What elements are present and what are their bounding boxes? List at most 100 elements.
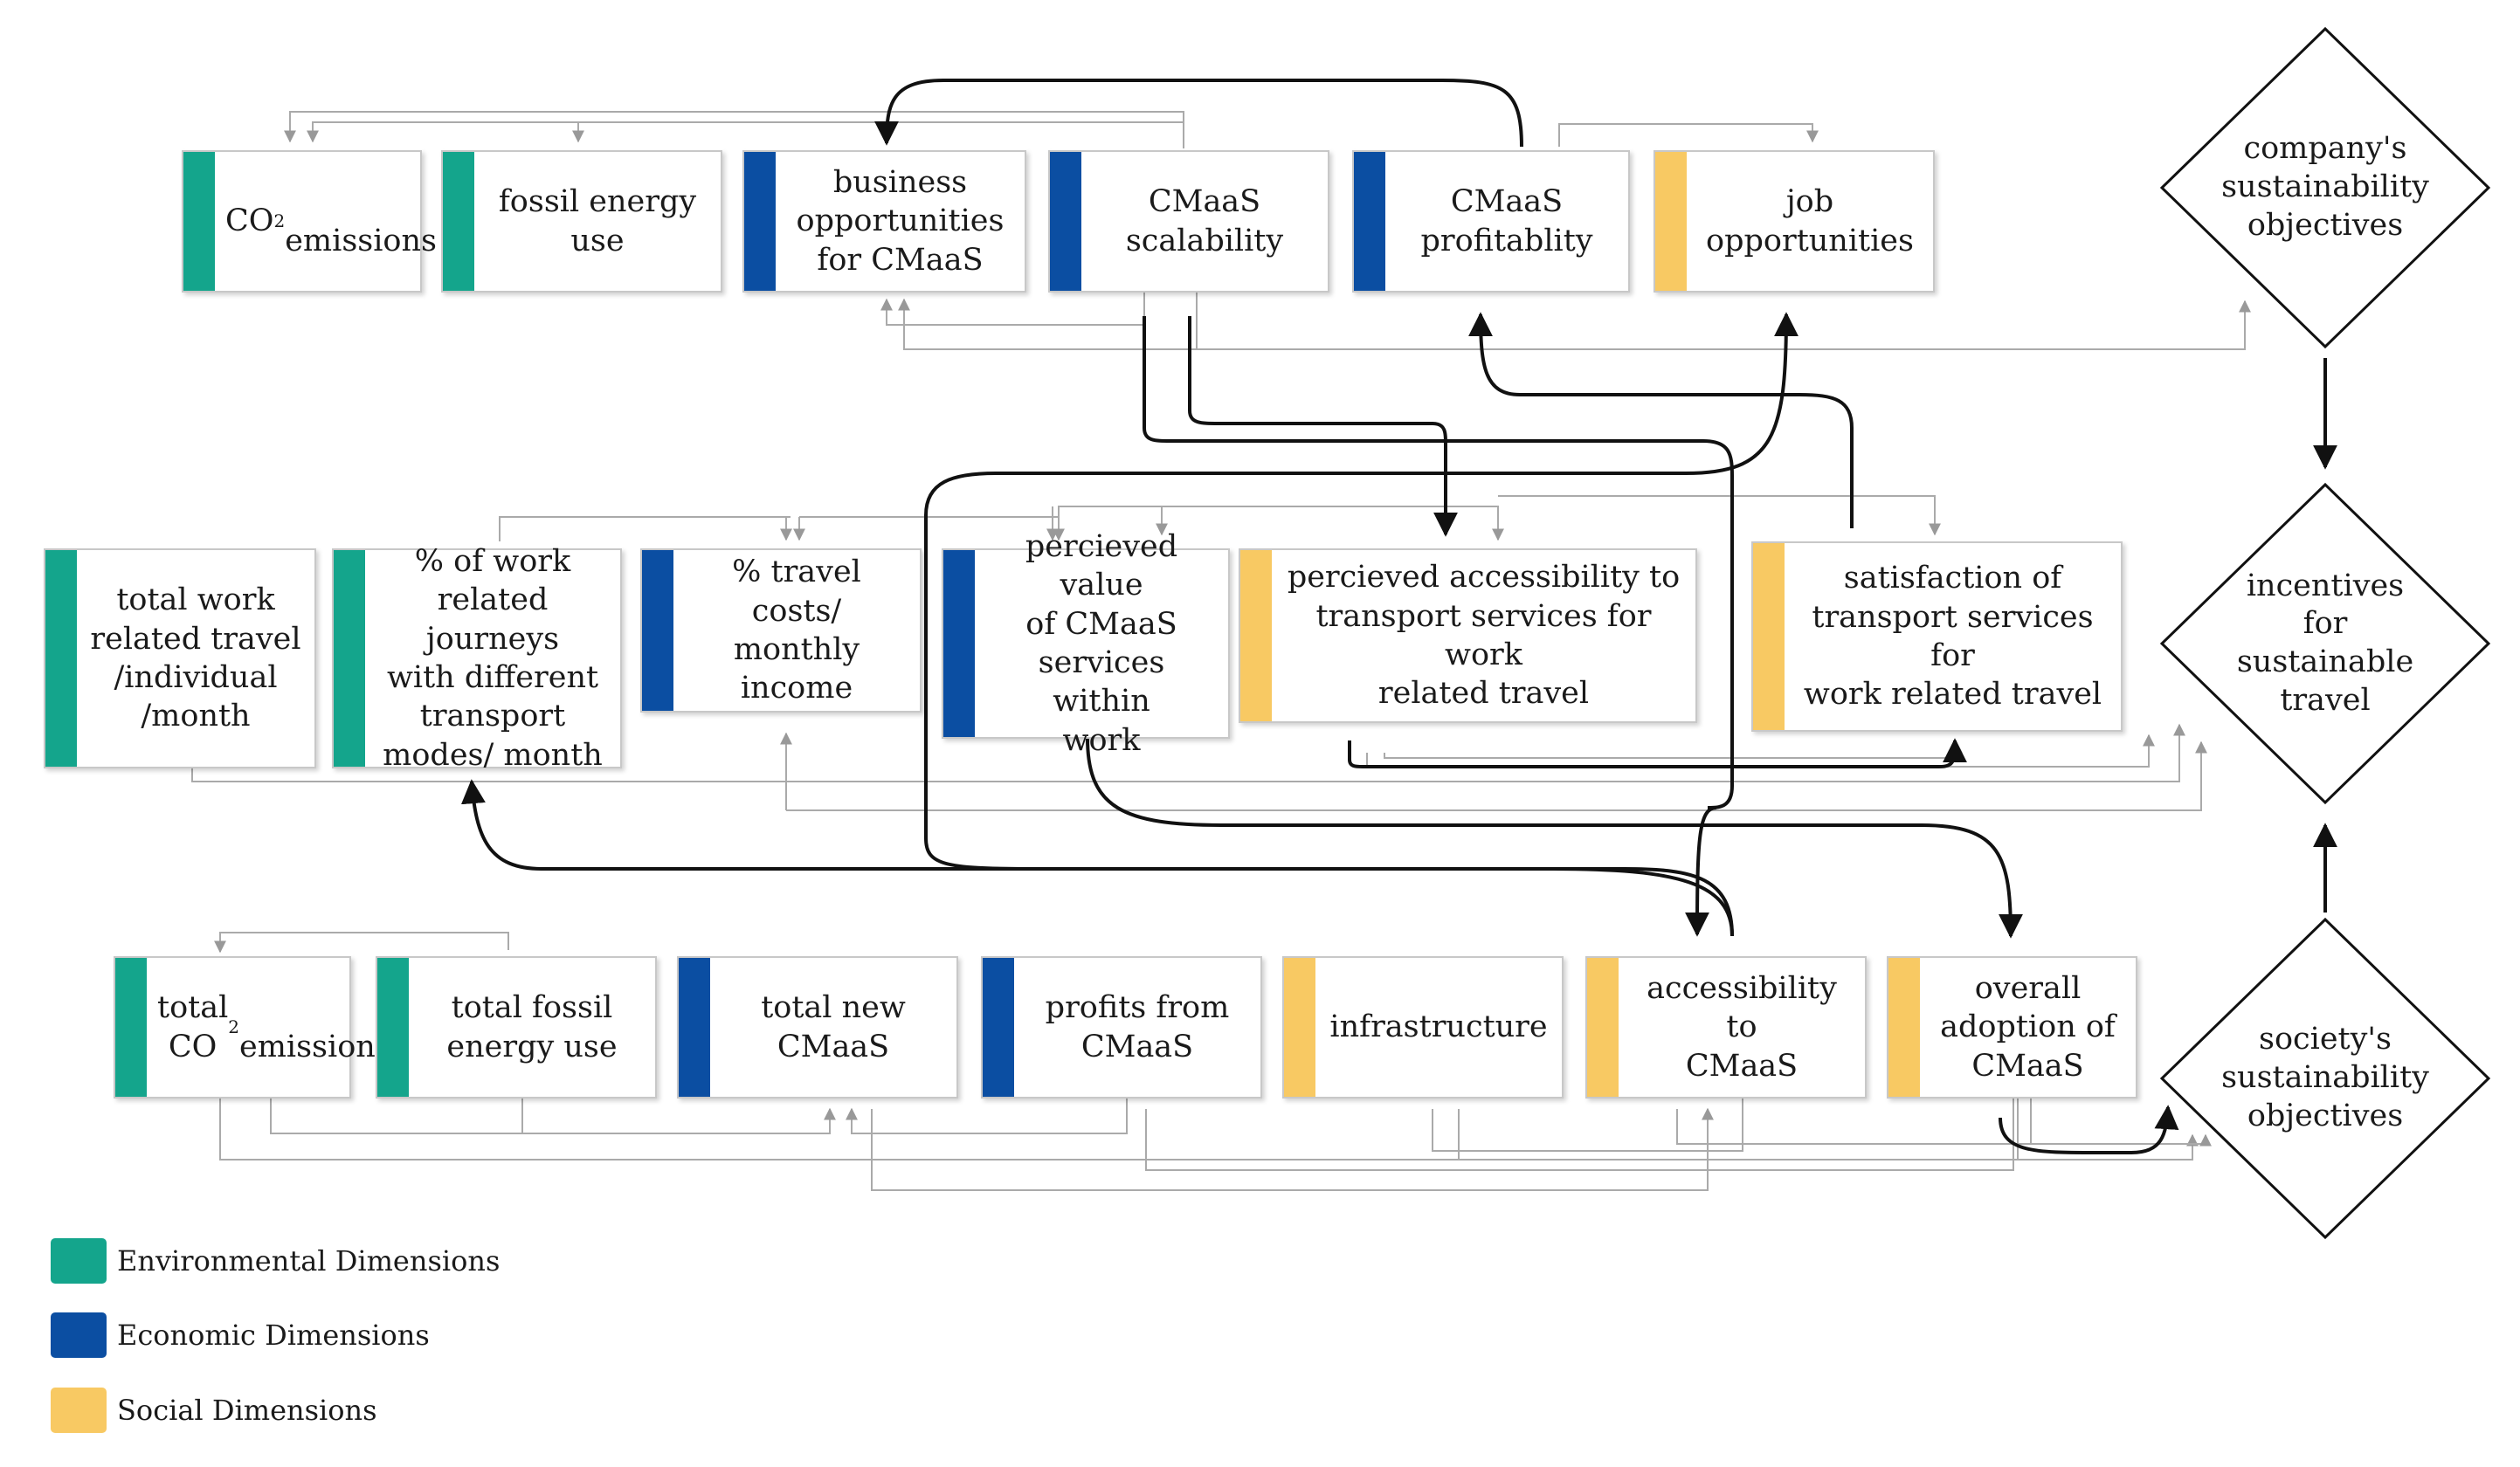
arrow-access-cmaas-to-journeys <box>460 779 1734 937</box>
legend-swatch-social <box>51 1388 107 1433</box>
node-label-text: CO <box>225 203 274 239</box>
node-label: overall adoption of CMaaS <box>1940 970 2116 1084</box>
node-label: business opportunities for CMaaS <box>796 164 1005 278</box>
arrow-value-to-adoption <box>1086 737 2023 939</box>
legend-item-social: Social Dimensions <box>51 1388 377 1433</box>
node-label: profits from CMaaS <box>1045 990 1230 1064</box>
node-label: fossil energy use <box>498 184 697 258</box>
node-label: total fossil energy use <box>446 990 618 1064</box>
node-label: infrastructure <box>1329 1009 1548 1045</box>
node-job-opportunities: job opportunities <box>1654 150 1935 293</box>
dimension-bar-environmental <box>115 958 147 1097</box>
dimension-bar-economic <box>679 958 710 1097</box>
incentives-label: incentives for sustainable travel <box>2236 568 2414 718</box>
legend-label: Social Dimensions <box>117 1394 377 1427</box>
node-total-work-travel: total work related travel /individual /m… <box>44 548 316 768</box>
diamond-shape <box>2159 917 2491 1240</box>
thin-connector <box>1366 734 2155 768</box>
thin-connector <box>1145 1099 2014 1171</box>
node-satisfaction-transport: satisfaction of transport services for w… <box>1751 541 2123 732</box>
legend-label: Environmental Dimensions <box>117 1244 501 1278</box>
node-label: satisfaction of transport services for w… <box>1803 561 2102 713</box>
thin-connector <box>270 1099 836 1134</box>
thin-connector <box>307 112 1184 143</box>
thin-connector <box>1676 1099 2032 1145</box>
node-pct-travel-costs: % travel costs/ monthly income <box>640 548 922 713</box>
arrow-access-cmaas-to-job <box>924 312 1799 937</box>
thin-connector <box>499 516 792 541</box>
node-total-new-cmaas: total new CMaaS <box>677 956 958 1099</box>
dimension-bar-economic <box>744 152 776 291</box>
dimension-bar-economic <box>1050 152 1081 291</box>
company-objectives-label: company's sustainability objectives <box>2221 131 2429 243</box>
arrow-profitability-to-business <box>874 79 1523 148</box>
node-label: accessibility to CMaaS <box>1647 970 1837 1084</box>
node-cmaas-profitability: CMaaS profitablity <box>1352 150 1630 293</box>
legend-label: Economic Dimensions <box>117 1319 430 1352</box>
node-label-text: emissions <box>285 223 438 258</box>
thin-connector <box>846 1099 1128 1134</box>
dimension-bar-economic <box>1354 152 1385 291</box>
thin-connector <box>898 293 1198 350</box>
node-label: % of work related journeys with differen… <box>383 543 603 773</box>
thin-connector <box>871 1107 1714 1191</box>
thin-connector <box>1498 495 1941 536</box>
thin-connector <box>1384 740 1963 759</box>
company-objectives-diamond: company's sustainability objectives <box>2159 26 2491 349</box>
thin-connector <box>2031 1133 2212 1147</box>
thin-connector <box>219 1099 2199 1161</box>
arrow-scalability-to-accessibility <box>1188 316 1458 537</box>
dimension-bar-economic <box>642 550 673 711</box>
society-objectives-label: society's sustainability objectives <box>2221 1022 2429 1133</box>
node-infrastructure: infrastructure <box>1282 956 1564 1099</box>
dimension-bar-social <box>1655 152 1687 291</box>
dimension-bar-environmental <box>443 152 474 291</box>
incentives-diamond: incentives for sustainable travel <box>2159 482 2491 805</box>
node-total-fossil-energy: total fossil energy use <box>376 956 657 1099</box>
diamond-shape <box>2159 26 2491 349</box>
node-label: percieved accessibility to transport ser… <box>1287 560 1681 712</box>
thin-connector <box>284 111 1184 148</box>
thin-connector <box>1197 300 2251 350</box>
node-label: job opportunities <box>1706 184 1914 258</box>
thin-connector <box>880 293 1145 326</box>
dimension-bar-environmental <box>45 550 77 767</box>
dimension-bar-economic <box>943 550 975 737</box>
legend-item-environmental: Environmental Dimensions <box>51 1238 500 1284</box>
node-label: percieved value of CMaaS services within… <box>1025 528 1178 758</box>
node-perceived-value: percieved value of CMaaS services within… <box>942 528 1230 758</box>
node-label-text: total CO <box>157 990 229 1064</box>
node-label-text: emissions <box>239 1029 391 1064</box>
thin-connector <box>1558 123 1819 147</box>
dimension-bar-social <box>1284 958 1315 1097</box>
dimension-bar-environmental <box>334 550 365 767</box>
thin-connector <box>191 723 2185 782</box>
thin-connector <box>214 932 509 954</box>
thin-connector <box>1058 506 1504 541</box>
dimension-bar-social <box>1753 543 1785 730</box>
thin-connector <box>1458 1099 2019 1161</box>
arrow-adoption-to-society <box>1999 1105 2179 1154</box>
node-label: total work related travel /individual /m… <box>90 582 301 734</box>
node-accessibility-to-cmaas: accessibility to CMaaS <box>1585 956 1867 1099</box>
node-pct-work-journeys: % of work related journeys with differen… <box>332 543 622 773</box>
thin-connector <box>1432 1099 1743 1152</box>
arrow-accessibility-to-satisfaction <box>1348 738 1967 768</box>
dimension-bar-environmental <box>377 958 409 1097</box>
node-business-opportunities: business opportunities for CMaaS <box>742 150 1026 293</box>
legend-swatch-environmental <box>51 1238 107 1284</box>
dimension-bar-environmental <box>183 152 215 291</box>
node-overall-adoption: overall adoption of CMaaS <box>1887 956 2137 1099</box>
dimension-bar-economic <box>983 958 1014 1097</box>
node-cmaas-scalability: CMaaS scalability <box>1048 150 1329 293</box>
subscript: 2 <box>228 1016 239 1037</box>
arrow-satisfaction-to-profitability <box>1468 312 1854 528</box>
node-fossil-energy-use: fossil energy use <box>441 150 722 293</box>
node-label: CMaaS scalability <box>1125 184 1284 258</box>
society-objectives-diamond: society's sustainability objectives <box>2159 917 2491 1240</box>
